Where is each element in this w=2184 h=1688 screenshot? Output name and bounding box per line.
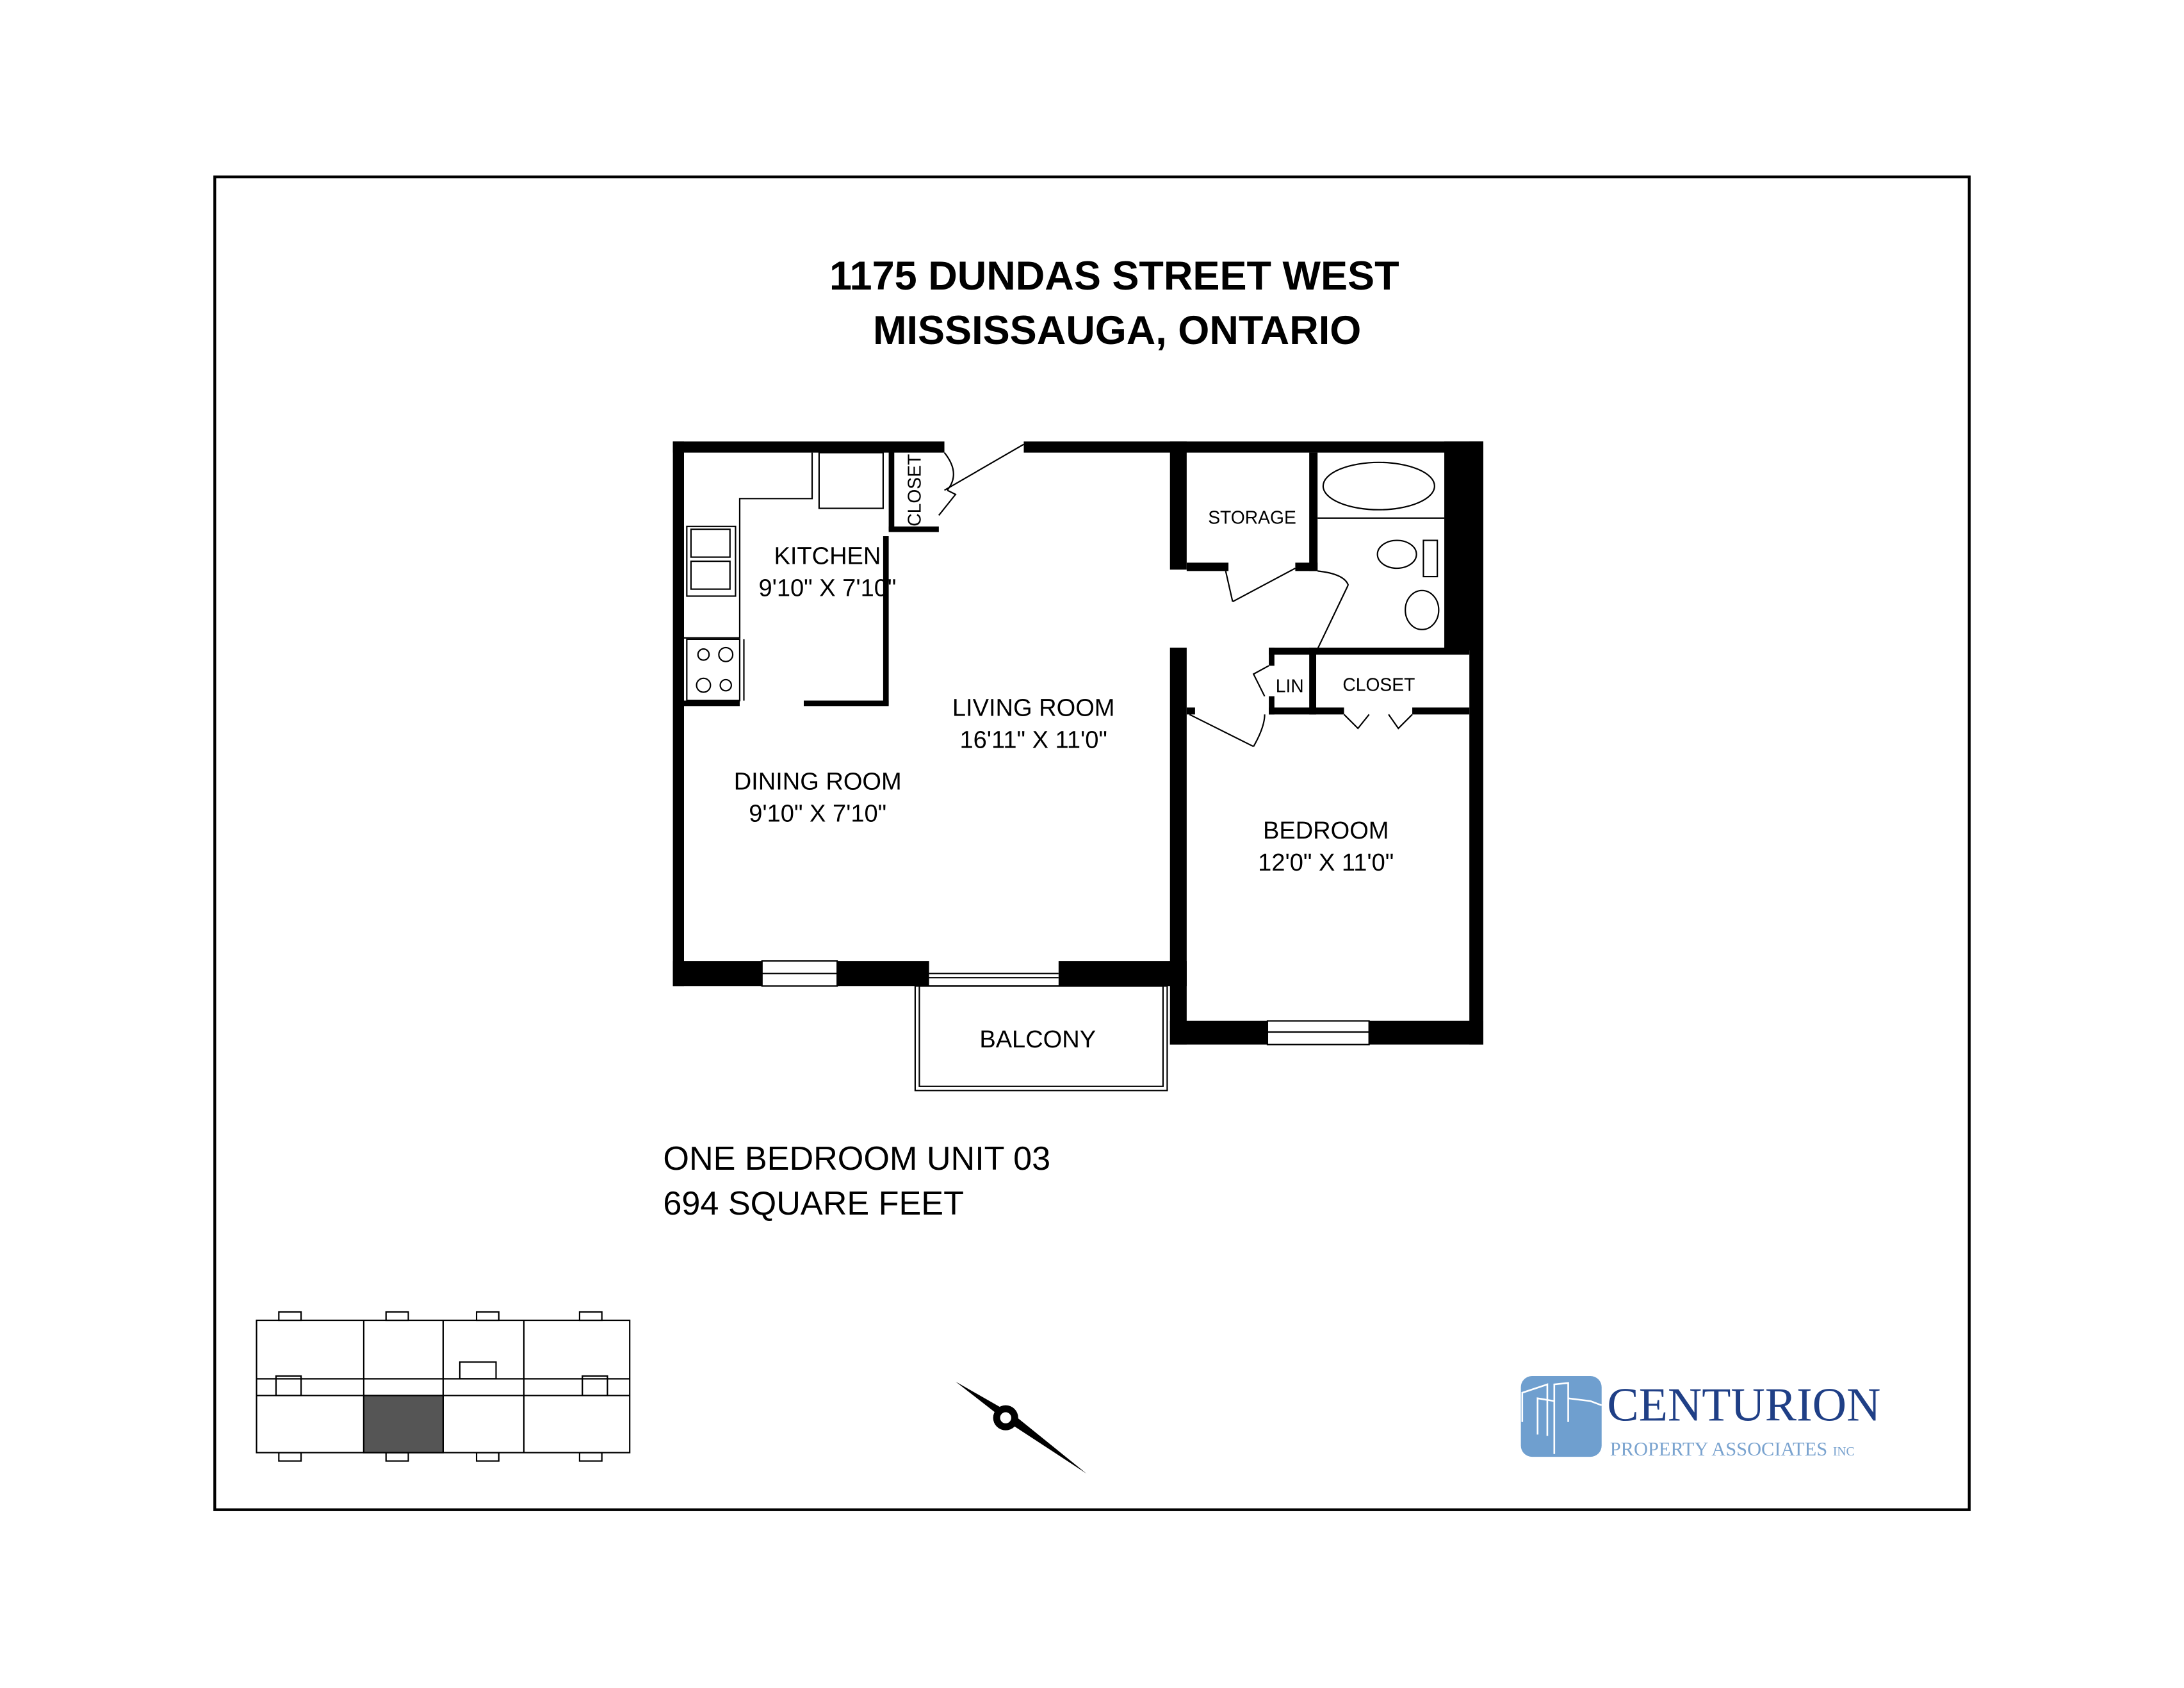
kitchen-label: KITCHEN [774,543,881,570]
title-address: 1175 DUNDAS STREET WEST [829,254,1399,299]
key-plan [256,1311,631,1462]
linen-label: LIN [1276,676,1304,696]
fixtures [683,443,1445,1092]
living-room-label: LIVING ROOM [952,694,1115,721]
bedroom-label: BEDROOM [1263,817,1389,844]
logo-suffix: INC [1833,1445,1855,1459]
unit-type: ONE BEDROOM UNIT 03 [663,1140,1050,1177]
floor-plan: KITCHEN 9'10" X 7'10" LIVING ROOM 16'11"… [672,441,1483,1092]
storage-label: STORAGE [1208,507,1296,527]
windows [761,960,1370,1045]
sheet-border [213,175,1971,1511]
logo-name: CENTURION [1607,1379,1880,1431]
unit-area: 694 SQUARE FEET [663,1185,964,1222]
kitchen-size: 9'10" X 7'10" [758,575,896,602]
walls [672,441,1483,1045]
entry-closet-label: CLOSET [904,454,925,527]
company-logo: CENTURION PROPERTY ASSOCIATES INC [1520,1376,1880,1460]
logo-badge-icon [1520,1376,1602,1457]
bedroom-size: 12'0" X 11'0" [1258,849,1394,876]
balcony-label: BALCONY [979,1026,1096,1053]
bedroom-closet-label: CLOSET [1342,674,1415,694]
logo-subtitle: PROPERTY ASSOCIATES [1610,1438,1827,1460]
north-arrow-icon [955,1381,1087,1474]
dining-room-label: DINING ROOM [734,769,902,796]
living-room-size: 16'11" X 11'0" [959,726,1107,753]
title-city: MISSISSAUGA, ONTARIO [873,308,1361,353]
dining-room-size: 9'10" X 7'10" [749,801,886,828]
